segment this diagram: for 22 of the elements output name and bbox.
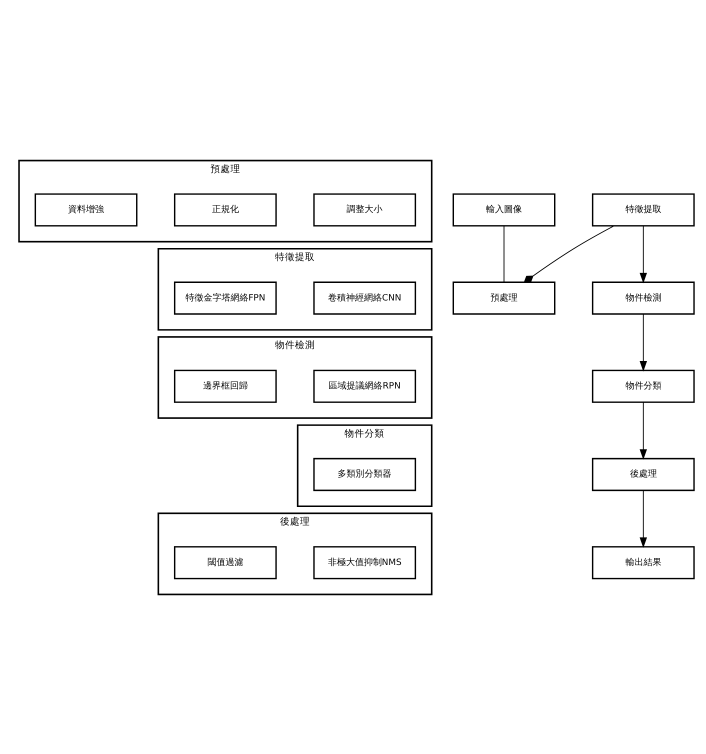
connector (524, 225, 614, 282)
node-box: 多類別分類器 (313, 457, 416, 491)
node-box: 區域提議網絡RPN (313, 369, 416, 402)
node-box: 物件檢測 (592, 281, 695, 314)
node-box: 閾值過濾 (174, 546, 277, 579)
node-box: 非極大值抑制NMS (313, 546, 416, 579)
node-box: 特徵提取 (592, 192, 695, 226)
node-box: 預處理 (452, 281, 556, 314)
node-box: 調整大小 (313, 192, 416, 226)
node-box: 正規化 (174, 192, 277, 226)
node-box: 資料增強 (34, 192, 138, 226)
node-box: 物件分類 (592, 369, 695, 402)
node-box: 輸入圖像 (452, 192, 556, 226)
arrow (640, 224, 648, 283)
arrow (640, 401, 648, 460)
node-box: 邊界框回歸 (174, 369, 277, 402)
arrow (640, 490, 648, 548)
node-box: 輸出結果 (592, 546, 695, 579)
node-box: 卷積神經網絡CNN (313, 281, 416, 314)
node-box: 特徵金字塔網絡FPN (174, 281, 277, 314)
node-box: 後處理 (592, 457, 695, 491)
arrow (640, 313, 648, 372)
